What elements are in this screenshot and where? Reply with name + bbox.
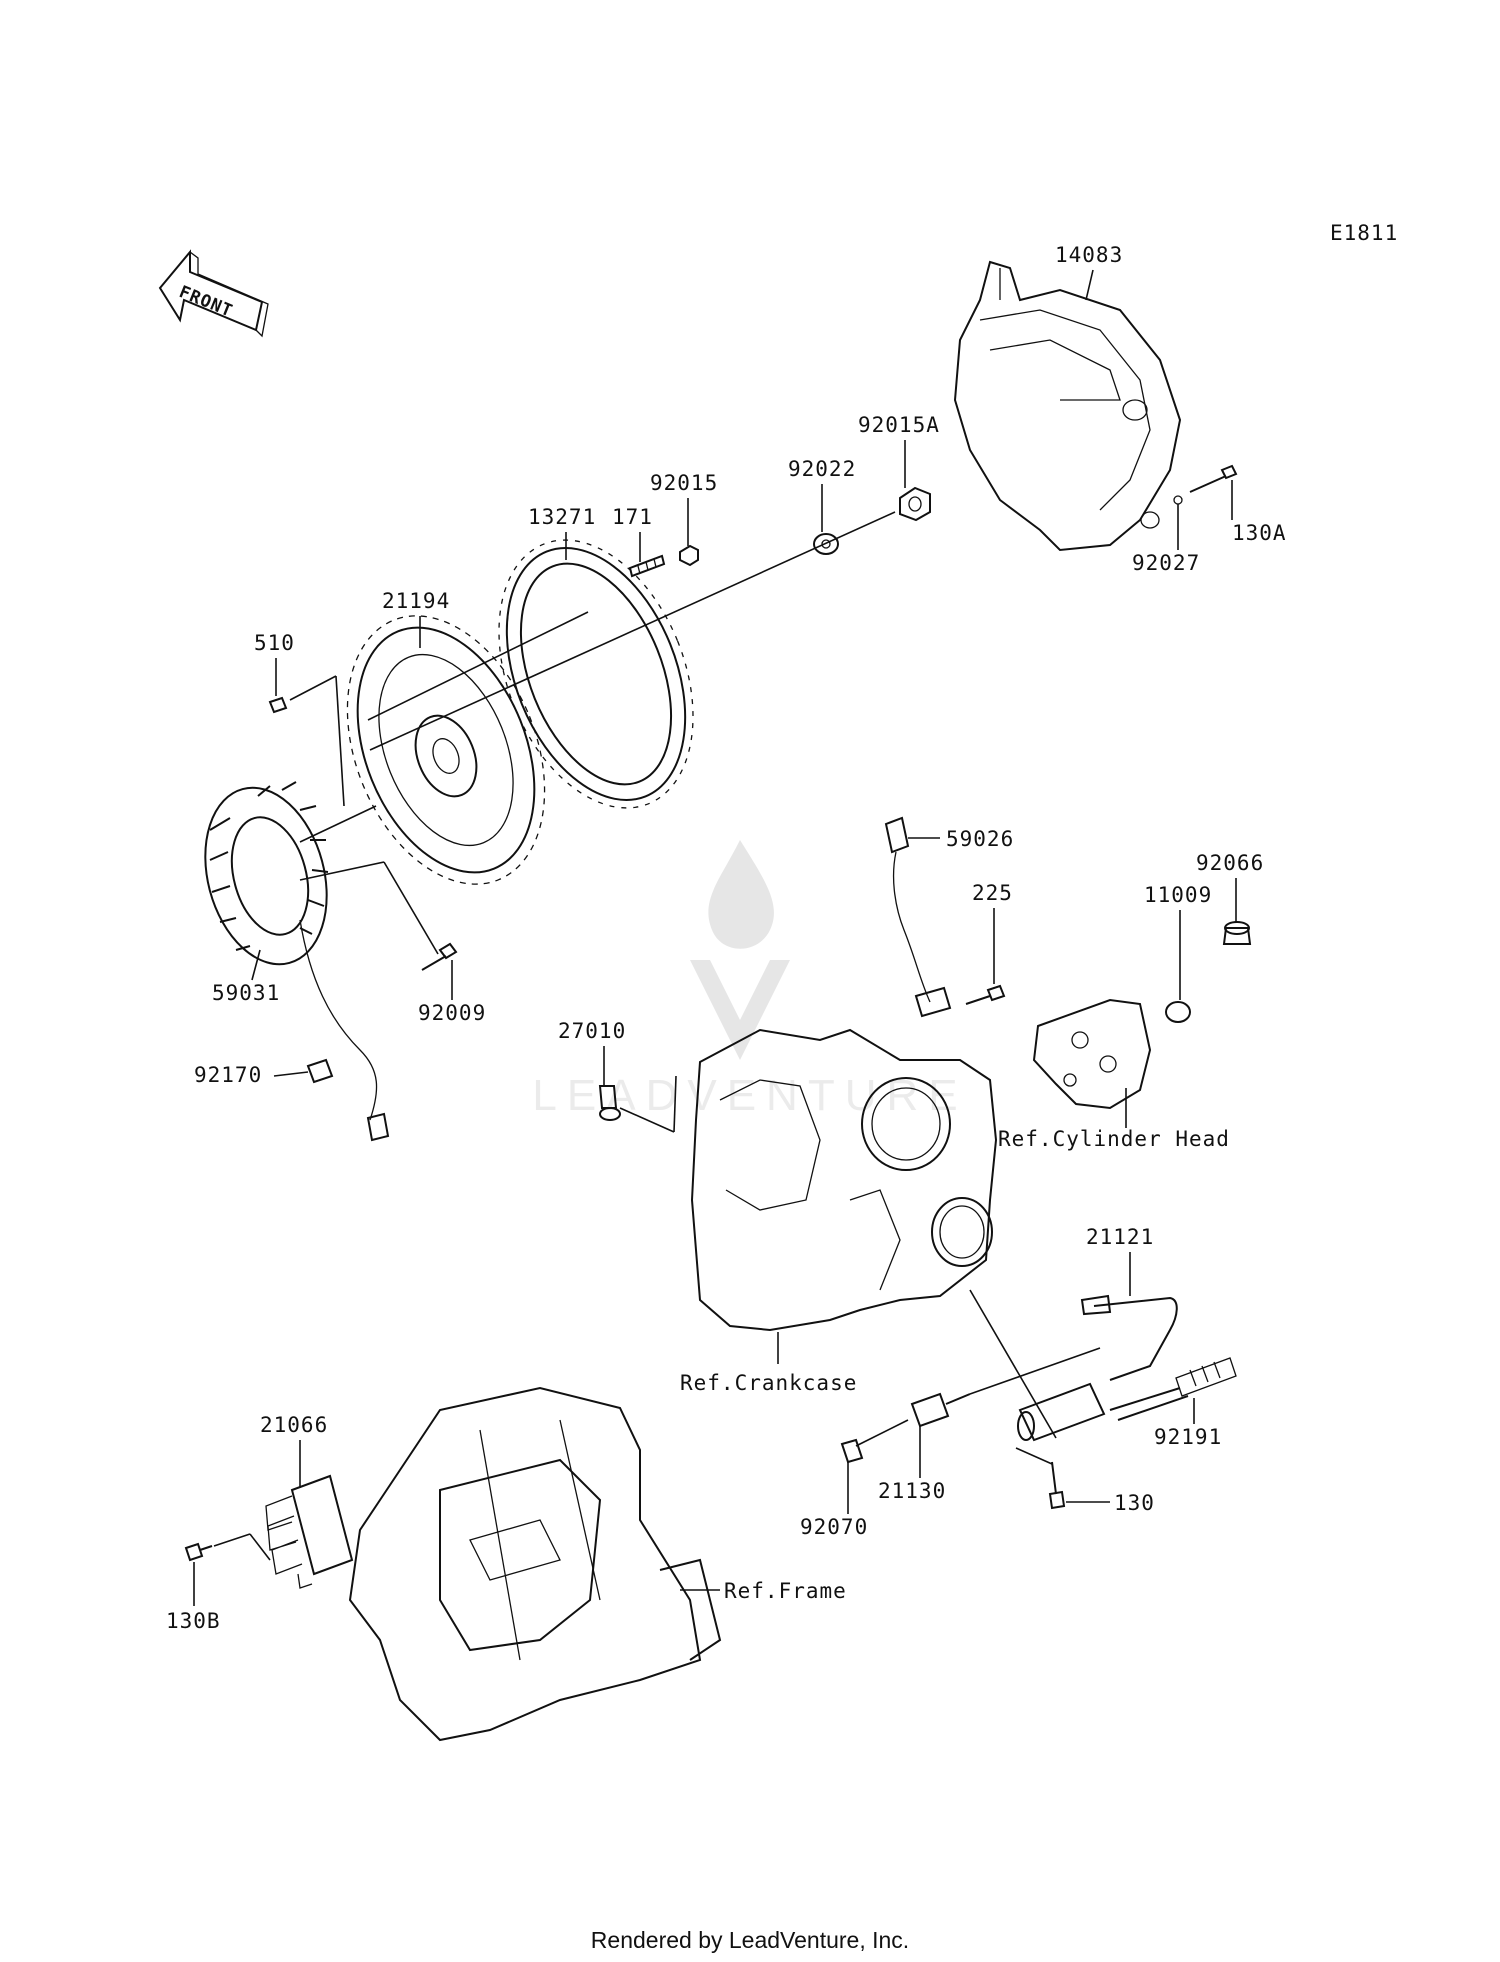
flywheel-21194 — [346, 615, 546, 885]
label-21194: 21194 — [382, 589, 450, 613]
bolt-130a — [1173, 464, 1238, 505]
label-21130: 21130 — [878, 1479, 946, 1503]
ref-frame: Ref.Frame — [724, 1579, 847, 1603]
sender-92070 — [840, 1438, 864, 1464]
bolt-225 — [965, 984, 1006, 1005]
spark-plug-21130 — [910, 1392, 971, 1428]
crankcase-ref — [690, 1028, 998, 1332]
bolt-92009 — [421, 942, 458, 971]
stud-171 — [628, 554, 666, 578]
label-14083: 14083 — [1055, 243, 1123, 267]
ref-crankcase: Ref.Crankcase — [680, 1371, 857, 1395]
label-92070: 92070 — [800, 1515, 868, 1539]
generator-cover — [953, 260, 1182, 552]
switch-27010 — [598, 1085, 621, 1121]
footer-credit: Rendered by LeadVenture, Inc. — [591, 1927, 909, 1953]
label-27010: 27010 — [558, 1019, 626, 1043]
label-92009: 92009 — [418, 1001, 486, 1025]
coil — [1017, 1382, 1106, 1442]
label-92170: 92170 — [194, 1063, 262, 1087]
label-21121: 21121 — [1086, 1225, 1154, 1249]
label-92066: 92066 — [1196, 851, 1264, 875]
label-13271: 13271 — [528, 505, 596, 529]
oring-11009 — [1165, 1001, 1191, 1023]
cylinder-head-ref — [1032, 998, 1152, 1110]
ref-cylinder-head: Ref.Cylinder Head — [998, 1127, 1230, 1151]
label-510: 510 — [254, 631, 295, 655]
frame-ref — [348, 1386, 722, 1742]
label-92027: 92027 — [1132, 551, 1200, 575]
sensor-59026 — [884, 816, 952, 1018]
diagram-code: E1811 — [1330, 221, 1398, 245]
label-130a: 130A — [1232, 521, 1287, 545]
label-92015a: 92015A — [858, 413, 940, 437]
spring-92191 — [1109, 1357, 1237, 1421]
label-171: 171 — [612, 505, 653, 529]
plug-92066 — [1222, 921, 1252, 945]
label-130: 130 — [1114, 1491, 1155, 1515]
label-92191: 92191 — [1154, 1425, 1222, 1449]
washer-92022 — [813, 533, 839, 555]
label-59026: 59026 — [946, 827, 1014, 851]
label-11009: 11009 — [1144, 883, 1212, 907]
ignition-lead-21121 — [1080, 1294, 1178, 1381]
clamp-92170 — [306, 1058, 334, 1084]
rotor-ring-13271 — [498, 539, 694, 809]
bolt-130 — [1048, 1461, 1066, 1510]
front-arrow-icon: FRONT — [158, 249, 269, 338]
regulator-21066 — [265, 1474, 354, 1589]
label-59031: 59031 — [212, 981, 280, 1005]
nut-92015 — [679, 544, 699, 567]
key-510 — [268, 696, 288, 714]
bolt-130b — [184, 1542, 213, 1562]
label-225: 225 — [972, 881, 1013, 905]
label-21066: 21066 — [260, 1413, 328, 1437]
label-92022: 92022 — [788, 457, 856, 481]
nut-92015a — [899, 486, 931, 522]
stator-59031 — [204, 781, 390, 1142]
label-130b: 130B — [166, 1609, 221, 1633]
label-92015: 92015 — [650, 471, 718, 495]
